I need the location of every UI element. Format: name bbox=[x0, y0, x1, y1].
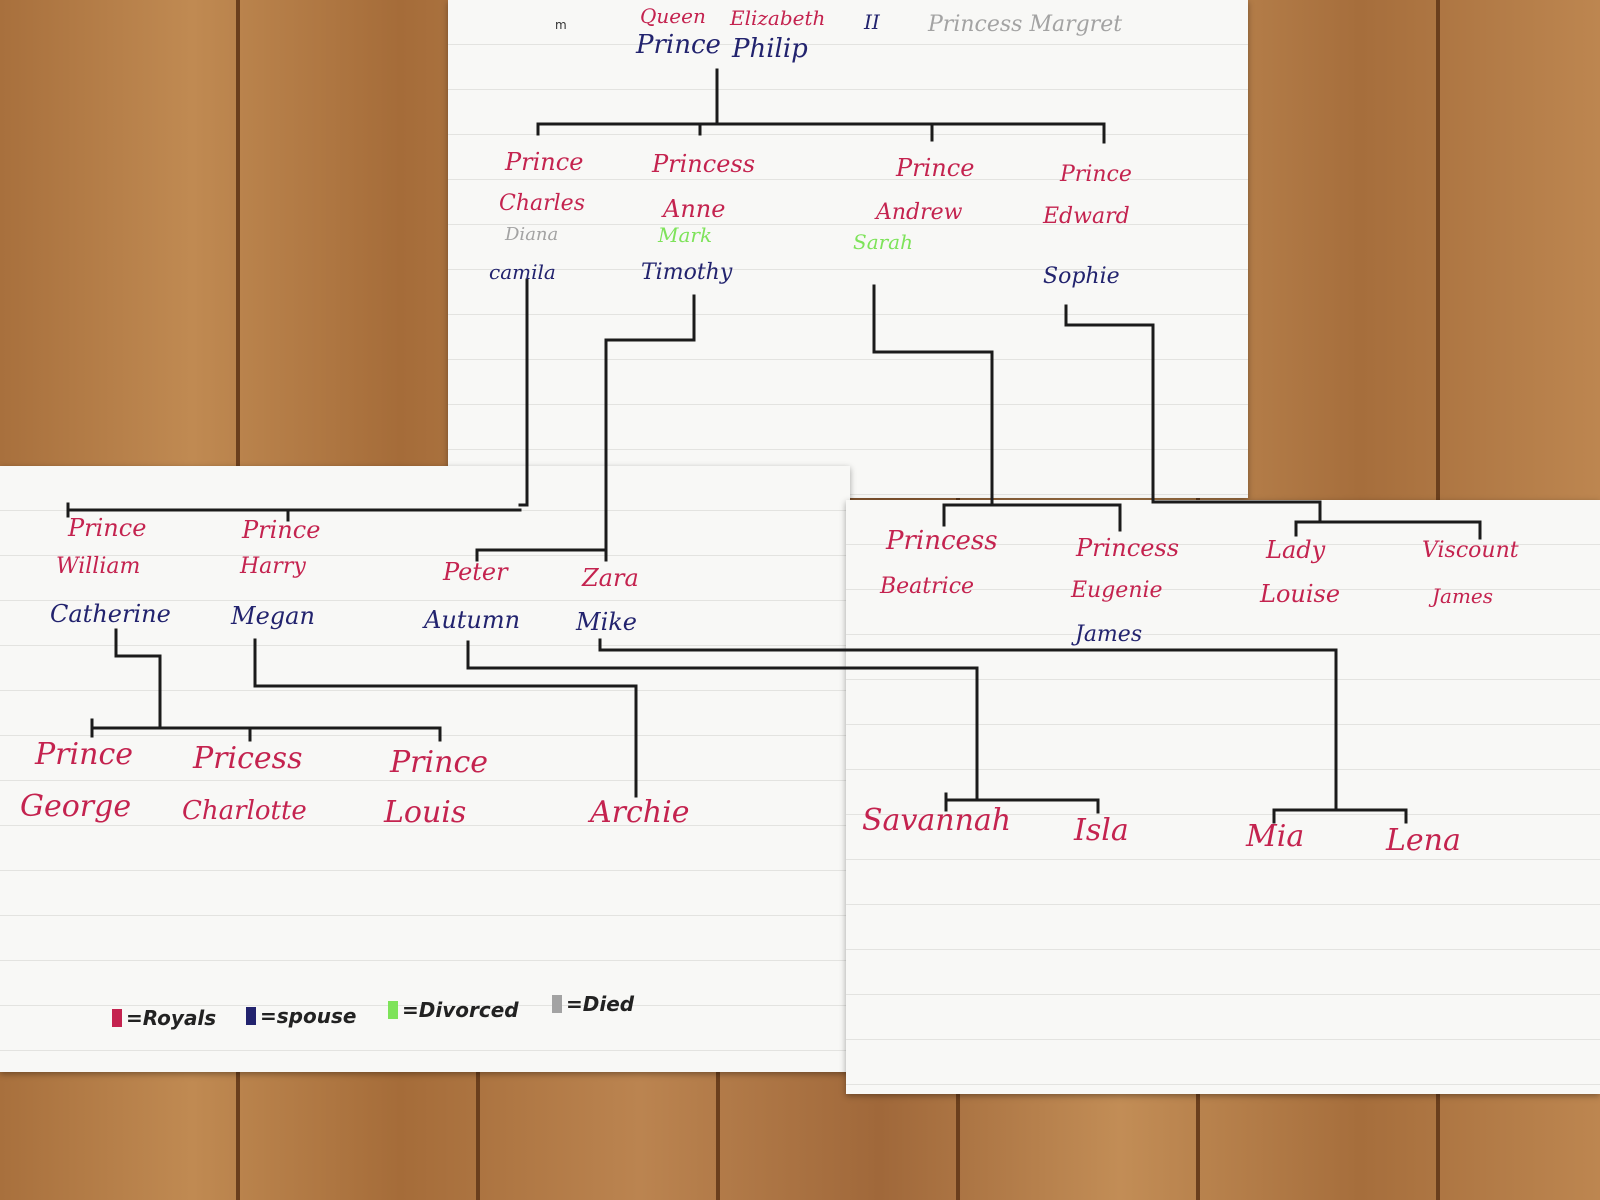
mike: Mike bbox=[576, 608, 637, 636]
died-swatch bbox=[552, 995, 562, 1013]
harry-name: Harry bbox=[240, 554, 306, 579]
autumn: Autumn bbox=[424, 606, 521, 634]
bottom-right-paper-sheet bbox=[846, 500, 1600, 1094]
louise-name: Louise bbox=[1260, 580, 1341, 608]
line-harry-children bbox=[253, 638, 638, 798]
queen-numeral: II bbox=[864, 10, 880, 34]
anne-title: Princess bbox=[652, 150, 756, 178]
james-title: Viscount bbox=[1422, 538, 1519, 563]
diana: Diana bbox=[505, 224, 559, 245]
legend-spouse: =spouse bbox=[246, 1004, 356, 1028]
andrew-title: Prince bbox=[896, 154, 975, 182]
top-paper-sheet bbox=[448, 0, 1248, 498]
spouse-swatch bbox=[246, 1007, 256, 1025]
charlotte-title: Pricess bbox=[193, 741, 303, 776]
george-name: George bbox=[20, 789, 132, 824]
legend-divorced-label: =Divorced bbox=[402, 998, 519, 1022]
princess-margret: Princess Margret bbox=[928, 12, 1123, 37]
charlotte-name: Charlotte bbox=[182, 796, 307, 826]
line-william-children bbox=[90, 628, 442, 742]
beatrice-name: Beatrice bbox=[880, 574, 975, 599]
andrew-name: Andrew bbox=[876, 200, 963, 225]
color-legend: =Royals =spouse =Divorced =Died bbox=[112, 992, 672, 1042]
louis-name: Louis bbox=[384, 795, 467, 830]
peter: Peter bbox=[443, 558, 508, 586]
louise-title: Lady bbox=[1266, 536, 1326, 564]
line-andrew-children bbox=[872, 284, 1122, 532]
line-gen1-to-gen2 bbox=[536, 68, 1106, 144]
james-name: James bbox=[1432, 584, 1494, 608]
timothy: Timothy bbox=[641, 260, 733, 285]
lena: Lena bbox=[1386, 823, 1461, 858]
eugenie-title: Princess bbox=[1076, 534, 1180, 562]
anne-name: Anne bbox=[663, 195, 726, 223]
eugenie-spouse-james: James bbox=[1075, 622, 1143, 647]
eugenie-name: Eugenie bbox=[1071, 578, 1163, 603]
zara: Zara bbox=[582, 564, 639, 592]
line-zara-children bbox=[598, 638, 1408, 824]
legend-divorced: =Divorced bbox=[388, 998, 519, 1022]
george-title: Prince bbox=[35, 737, 133, 772]
legend-died-label: =Died bbox=[566, 992, 635, 1016]
megan: Megan bbox=[231, 602, 315, 630]
bottom-left-paper-sheet bbox=[0, 466, 850, 1072]
isla: Isla bbox=[1074, 813, 1129, 848]
legend-royals-label: =Royals bbox=[126, 1006, 217, 1030]
legend-royals: =Royals bbox=[112, 1006, 216, 1030]
queen-name: Elizabeth bbox=[730, 6, 826, 30]
royals-swatch bbox=[112, 1009, 122, 1027]
camila: camila bbox=[489, 260, 556, 284]
legend-died: =Died bbox=[552, 992, 634, 1016]
william-name: William bbox=[56, 554, 141, 579]
william-title: Prince bbox=[68, 514, 147, 542]
harry-title: Prince bbox=[242, 516, 321, 544]
savannah: Savannah bbox=[862, 803, 1012, 838]
beatrice-title: Princess bbox=[886, 526, 998, 556]
sarah: Sarah bbox=[853, 230, 913, 254]
line-anne-children bbox=[475, 294, 696, 562]
mia: Mia bbox=[1246, 819, 1305, 854]
line-peter-children bbox=[466, 640, 1100, 814]
charles-title: Prince bbox=[505, 148, 584, 176]
prince-philip-title: Prince bbox=[636, 30, 721, 60]
divorced-swatch bbox=[388, 1001, 398, 1019]
legend-spouse-label: =spouse bbox=[260, 1004, 357, 1028]
charles-name: Charles bbox=[499, 191, 585, 216]
louis-title: Prince bbox=[390, 745, 488, 780]
edward-name: Edward bbox=[1043, 204, 1130, 229]
queen-title: Queen bbox=[640, 4, 706, 28]
archie: Archie bbox=[590, 795, 690, 830]
edward-title: Prince bbox=[1060, 162, 1132, 187]
corner-mark: m bbox=[555, 18, 567, 32]
line-edward-children bbox=[1064, 304, 1482, 540]
sophie: Sophie bbox=[1043, 264, 1120, 289]
catherine: Catherine bbox=[50, 600, 171, 628]
prince-philip-name: Philip bbox=[732, 34, 808, 64]
mark: Mark bbox=[658, 223, 713, 247]
line-charles-children bbox=[66, 278, 529, 522]
